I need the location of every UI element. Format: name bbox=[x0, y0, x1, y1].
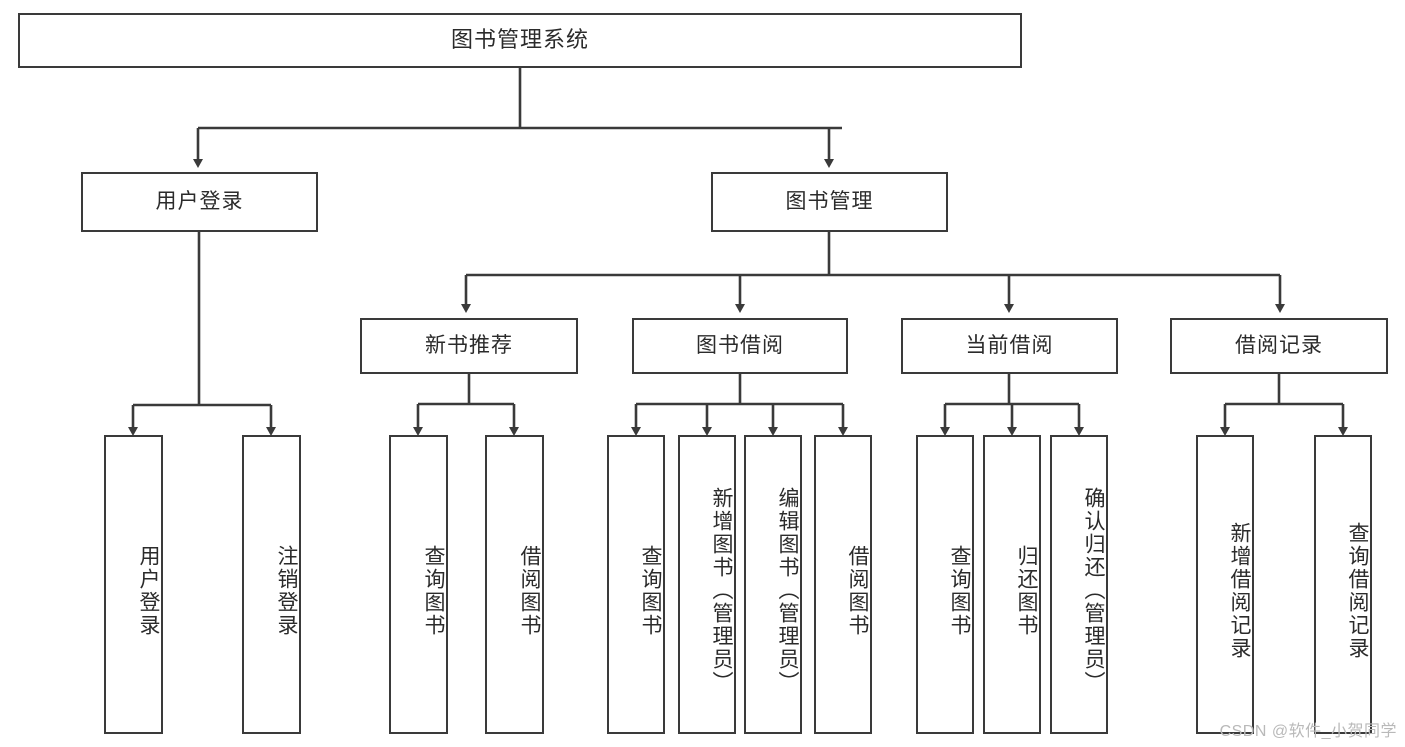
leaf-label: 新增借阅记录 bbox=[1228, 521, 1251, 660]
node-new-book-recommend-label: 新书推荐 bbox=[425, 334, 513, 358]
csdn-watermark: CSDN @软件_小贺同学 bbox=[1219, 723, 1397, 740]
leaf-label: 查询图书 bbox=[422, 544, 445, 637]
node-current-borrow-label: 当前借阅 bbox=[965, 334, 1054, 358]
leaf-label: 借阅图书 bbox=[518, 544, 541, 637]
node-root-label: 图书管理系统 bbox=[450, 27, 589, 53]
leaf-label: 借阅图书 bbox=[846, 544, 869, 637]
leaf-borrow-borrow-book[interactable]: 借阅图书 bbox=[814, 435, 872, 734]
node-book-management-label: 图书管理 bbox=[785, 190, 874, 214]
node-borrow-records-label: 借阅记录 bbox=[1235, 334, 1323, 358]
leaf-label: 查询借阅记录 bbox=[1346, 521, 1369, 660]
node-current-borrow[interactable]: 当前借阅 bbox=[901, 318, 1118, 374]
leaf-borrow-query-book[interactable]: 查询图书 bbox=[607, 435, 665, 734]
node-root[interactable]: 图书管理系统 bbox=[18, 13, 1022, 68]
leaf-label: 查询图书 bbox=[948, 544, 971, 637]
leaf-label: 查询图书 bbox=[639, 544, 662, 637]
node-book-management[interactable]: 图书管理 bbox=[711, 172, 948, 232]
leaf-borrow-add-book-admin[interactable]: 新增图书（管理员） bbox=[678, 435, 736, 734]
leaf-user-login-login[interactable]: 用户登录 bbox=[104, 435, 163, 734]
leaf-current-return-book[interactable]: 归还图书 bbox=[983, 435, 1041, 734]
leaf-records-query-record[interactable]: 查询借阅记录 bbox=[1314, 435, 1372, 734]
leaf-current-confirm-return-admin[interactable]: 确认归还（管理员） bbox=[1050, 435, 1108, 734]
leaf-label: 归还图书 bbox=[1015, 544, 1038, 637]
node-book-borrow-label: 图书借阅 bbox=[696, 334, 784, 358]
leaf-label: 编辑图书（管理员） bbox=[776, 487, 799, 694]
leaf-label: 新增图书（管理员） bbox=[710, 487, 733, 694]
leaf-user-login-logout[interactable]: 注销登录 bbox=[242, 435, 301, 734]
node-user-login-label: 用户登录 bbox=[155, 190, 244, 214]
leaf-label: 确认归还（管理员） bbox=[1082, 487, 1105, 694]
node-book-borrow[interactable]: 图书借阅 bbox=[632, 318, 848, 374]
node-borrow-records[interactable]: 借阅记录 bbox=[1170, 318, 1388, 374]
leaf-new-book-borrow[interactable]: 借阅图书 bbox=[485, 435, 544, 734]
node-user-login[interactable]: 用户登录 bbox=[81, 172, 318, 232]
leaf-borrow-edit-book-admin[interactable]: 编辑图书（管理员） bbox=[744, 435, 802, 734]
leaf-current-query-book[interactable]: 查询图书 bbox=[916, 435, 974, 734]
leaf-new-book-query[interactable]: 查询图书 bbox=[389, 435, 448, 734]
node-new-book-recommend[interactable]: 新书推荐 bbox=[360, 318, 578, 374]
leaf-label: 注销登录 bbox=[275, 544, 298, 637]
leaf-label: 用户登录 bbox=[137, 544, 160, 637]
leaf-records-add-record[interactable]: 新增借阅记录 bbox=[1196, 435, 1254, 734]
